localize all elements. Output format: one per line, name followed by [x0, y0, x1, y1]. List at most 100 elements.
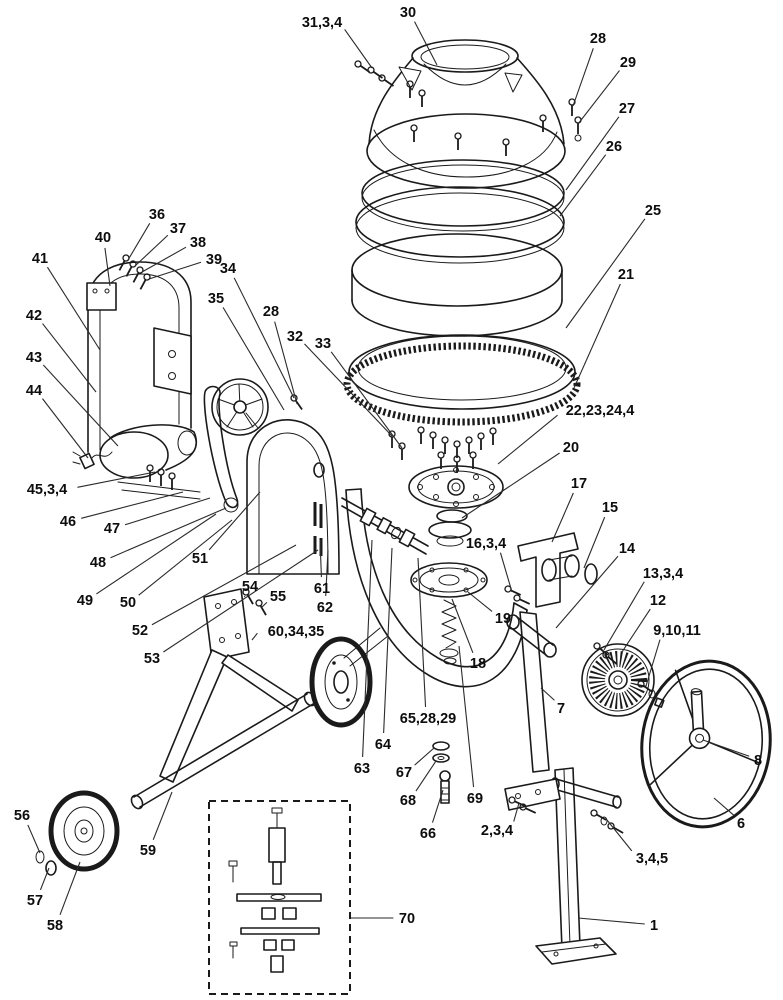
leader-line [27, 824, 41, 854]
part-label-16-3-4: 16,3,4 [466, 536, 506, 552]
part-label-13-3-4: 13,3,4 [643, 566, 683, 582]
part-label-1: 1 [650, 918, 658, 934]
transport-wheel-right [309, 636, 373, 728]
part-label-18: 18 [470, 656, 486, 672]
part-label-6: 6 [737, 816, 745, 832]
leader-line [577, 917, 645, 925]
leader-line [603, 581, 645, 651]
part-label-42: 42 [26, 308, 42, 324]
leader-line [330, 351, 403, 449]
part-label-52: 52 [132, 623, 148, 639]
leader-line [559, 154, 607, 217]
leader-line [46, 266, 101, 351]
part-label-9-10-11: 9,10,11 [653, 623, 701, 639]
part-label-12: 12 [650, 593, 666, 609]
part-label-2-3-4: 2,3,4 [481, 823, 513, 839]
part-label-19: 19 [495, 611, 511, 627]
part-label-50: 50 [120, 595, 136, 611]
part-label-33: 33 [315, 336, 331, 352]
part-label-48: 48 [90, 555, 106, 571]
part-label-70: 70 [399, 911, 415, 927]
leader-line [583, 516, 606, 569]
drum-band [351, 233, 563, 337]
leader-line [451, 598, 474, 654]
part-label-34: 34 [220, 261, 236, 277]
part-label-63: 63 [354, 761, 370, 777]
leader-line [565, 116, 620, 191]
part-label-59: 59 [140, 843, 156, 859]
leader-line [151, 544, 297, 626]
leader-line [77, 471, 156, 488]
part-label-17: 17 [571, 476, 587, 492]
part-label-39: 39 [206, 252, 222, 268]
leader-line [319, 539, 322, 578]
part-label-51: 51 [192, 551, 208, 567]
leader-line [163, 549, 319, 653]
leader-line [148, 261, 202, 280]
leader-line [141, 246, 187, 273]
leader-lines [27, 21, 750, 925]
leader-line [565, 218, 646, 329]
part-label-45-3-4: 45,3,4 [27, 482, 67, 498]
part-label-25: 25 [645, 203, 661, 219]
part-label-67: 67 [396, 765, 412, 781]
leader-line [243, 595, 246, 598]
part-label-7: 7 [557, 701, 565, 717]
leader-line [233, 277, 295, 399]
leader-line [577, 70, 620, 125]
motor-assembly [72, 253, 201, 500]
part-label-29: 29 [620, 55, 636, 71]
part-label-53: 53 [144, 651, 160, 667]
fastener-set-bottom [432, 741, 451, 804]
part-label-36: 36 [149, 207, 165, 223]
leader-line [42, 398, 89, 459]
leader-line [415, 760, 437, 792]
drive-belt [203, 385, 239, 513]
gear-ring [343, 334, 581, 426]
part-label-37: 37 [170, 221, 186, 237]
part-label-60-34-35: 60,34,35 [268, 624, 324, 640]
part-label-27: 27 [619, 101, 635, 117]
leader-line [110, 507, 227, 559]
leader-line [222, 307, 285, 411]
leader-line [304, 343, 393, 437]
leader-line [497, 414, 558, 465]
part-label-15: 15 [602, 500, 618, 516]
part-label-22-23-24-4: 22,23,24,4 [566, 403, 635, 419]
part-label-58: 58 [47, 918, 63, 934]
part-label-26: 26 [606, 139, 622, 155]
leader-line [572, 48, 594, 107]
leader-line [260, 601, 268, 609]
leader-line [124, 497, 211, 526]
drum-cradle [343, 488, 550, 773]
part-label-8: 8 [754, 753, 762, 769]
bearing-flange [410, 562, 488, 665]
pivot-pin [506, 614, 557, 658]
part-label-57: 57 [27, 893, 43, 909]
drum-top-cone [366, 39, 566, 189]
leader-line [59, 861, 81, 915]
part-label-56: 56 [14, 808, 30, 824]
part-label-61: 61 [314, 581, 330, 597]
leader-line [540, 687, 555, 701]
leader-line [645, 639, 661, 687]
leader-line [414, 21, 438, 66]
leader-line [325, 549, 329, 597]
leader-line [96, 513, 217, 595]
leader-line [621, 608, 651, 653]
leader-line [42, 323, 97, 393]
leader-line [134, 234, 169, 267]
part-labels: 31,3,43028292726252136373839404142434445… [14, 5, 762, 934]
leader-line [42, 364, 119, 447]
latch-bracket [503, 532, 598, 608]
leader-line [127, 223, 151, 261]
part-label-32: 32 [287, 329, 303, 345]
leader-line [414, 747, 435, 766]
leader-line [702, 739, 750, 757]
part-label-68: 68 [400, 793, 416, 809]
leader-line [208, 491, 261, 551]
part-label-14: 14 [619, 541, 635, 557]
part-label-55: 55 [270, 589, 286, 605]
